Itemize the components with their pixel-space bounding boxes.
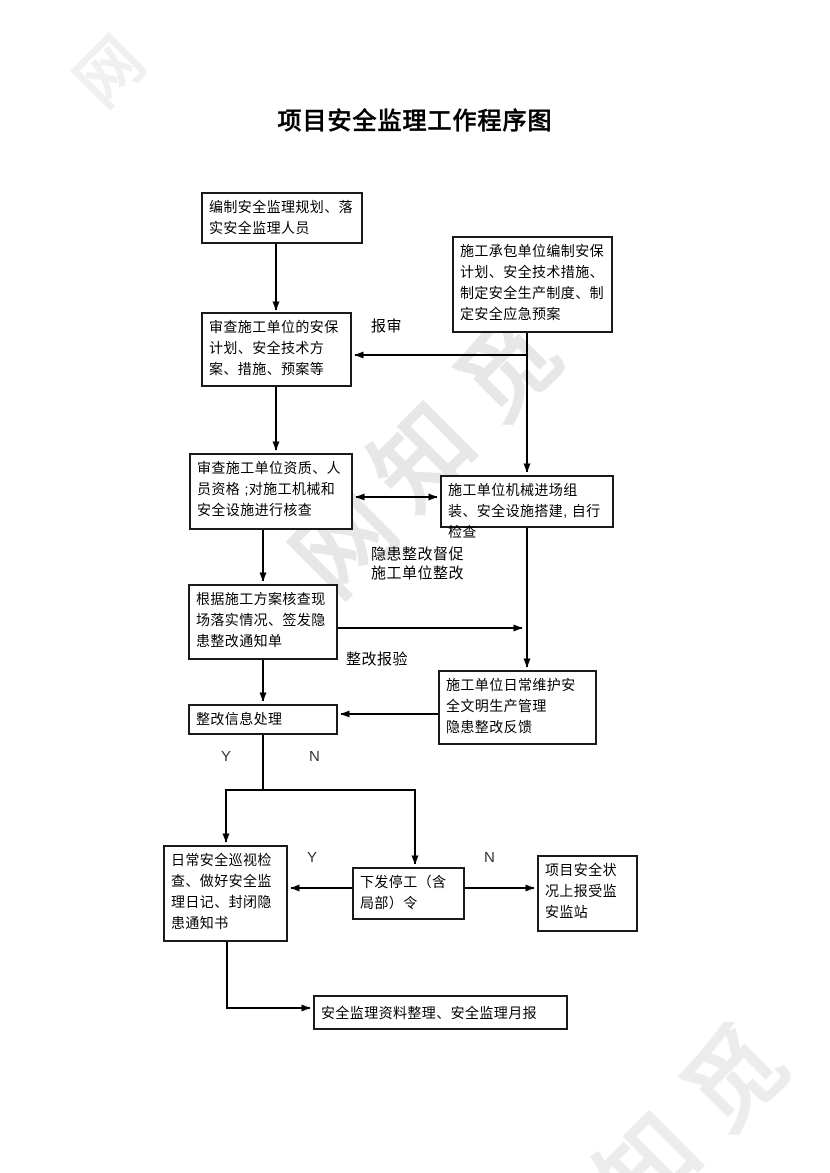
edge-label-rectification-report: 整改报验 [346,651,409,668]
branch-label-yes-2: Y [307,849,318,866]
node-archive-monthly-report: 安全监理资料整理、安全监理月报 [313,995,568,1030]
node-daily-maintenance-feedback: 施工单位日常维护安全文明生产管理 隐患整改反馈 [438,670,597,745]
node-site-verification-notice: 根据施工方案核查现场落实情况、签发隐患整改通知单 [188,584,338,660]
node-contractor-safety-preparation: 施工承包单位编制安保计划、安全技术措施、制定安全生产制度、制定安全应急预案 [452,236,613,333]
node-issue-stop-work-order: 下发停工（含局部）令 [352,867,465,920]
page-title: 项目安全监理工作程序图 [277,108,553,135]
node-rectification-info-processing: 整改信息处理 [188,704,338,735]
edge-label-submit-for-review: 报审 [371,318,403,335]
edge-label-hazard-rectification-urge: 隐患整改督促 施工单位整改 [371,546,465,582]
node-machinery-entry-self-check: 施工单位机械进场组装、安全设施搭建, 自行检查 [440,475,614,540]
node-compile-supervision-plan: 编制安全监理规划、落实安全监理人员 [201,192,363,244]
node-daily-patrol-inspection: 日常安全巡视检查、做好安全监理日记、封闭隐患通知书 [163,845,288,942]
node-review-qualifications: 审查施工单位资质、人员资格 ;对施工机械和安全设施进行核查 [189,453,353,530]
branch-label-no-2: N [484,849,495,866]
branch-label-yes-1: Y [221,748,232,765]
node-report-to-safety-station: 项目安全状况上报受监安监站 [537,855,638,932]
node-review-safety-plan: 审查施工单位的安保计划、安全技术方案、措施、预案等 [201,312,352,387]
branch-label-no-1: N [309,748,320,765]
